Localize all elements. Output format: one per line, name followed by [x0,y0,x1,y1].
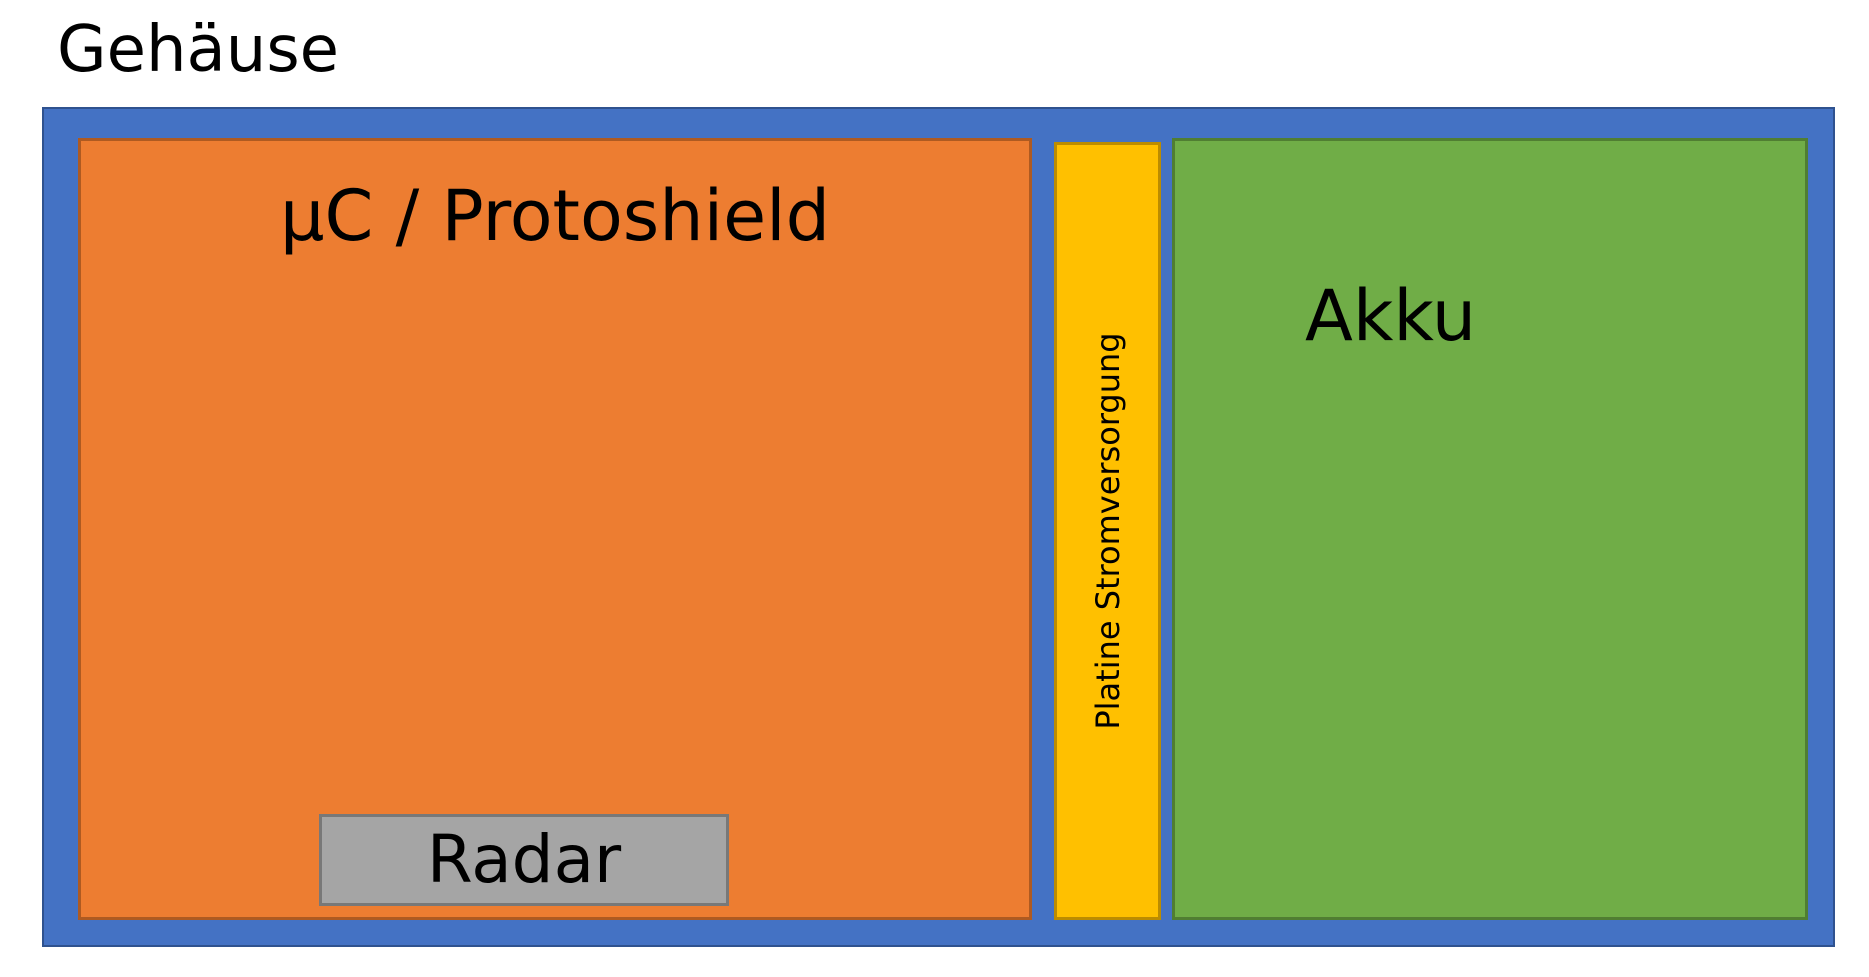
battery-label: Akku [1305,275,1477,357]
enclosure-box: µC / Protoshield Radar Platine Stromvers… [42,107,1835,947]
radar-block: Radar [319,814,729,906]
power-supply-board-block: Platine Stromversorgung [1054,142,1161,920]
power-supply-board-label: Platine Stromversorgung [1088,332,1127,730]
radar-label: Radar [426,821,622,898]
mcu-protoshield-block: µC / Protoshield [78,138,1032,920]
battery-block: Akku [1172,138,1808,920]
mcu-protoshield-label: µC / Protoshield [279,175,831,257]
diagram-title: Gehäuse [57,13,340,87]
